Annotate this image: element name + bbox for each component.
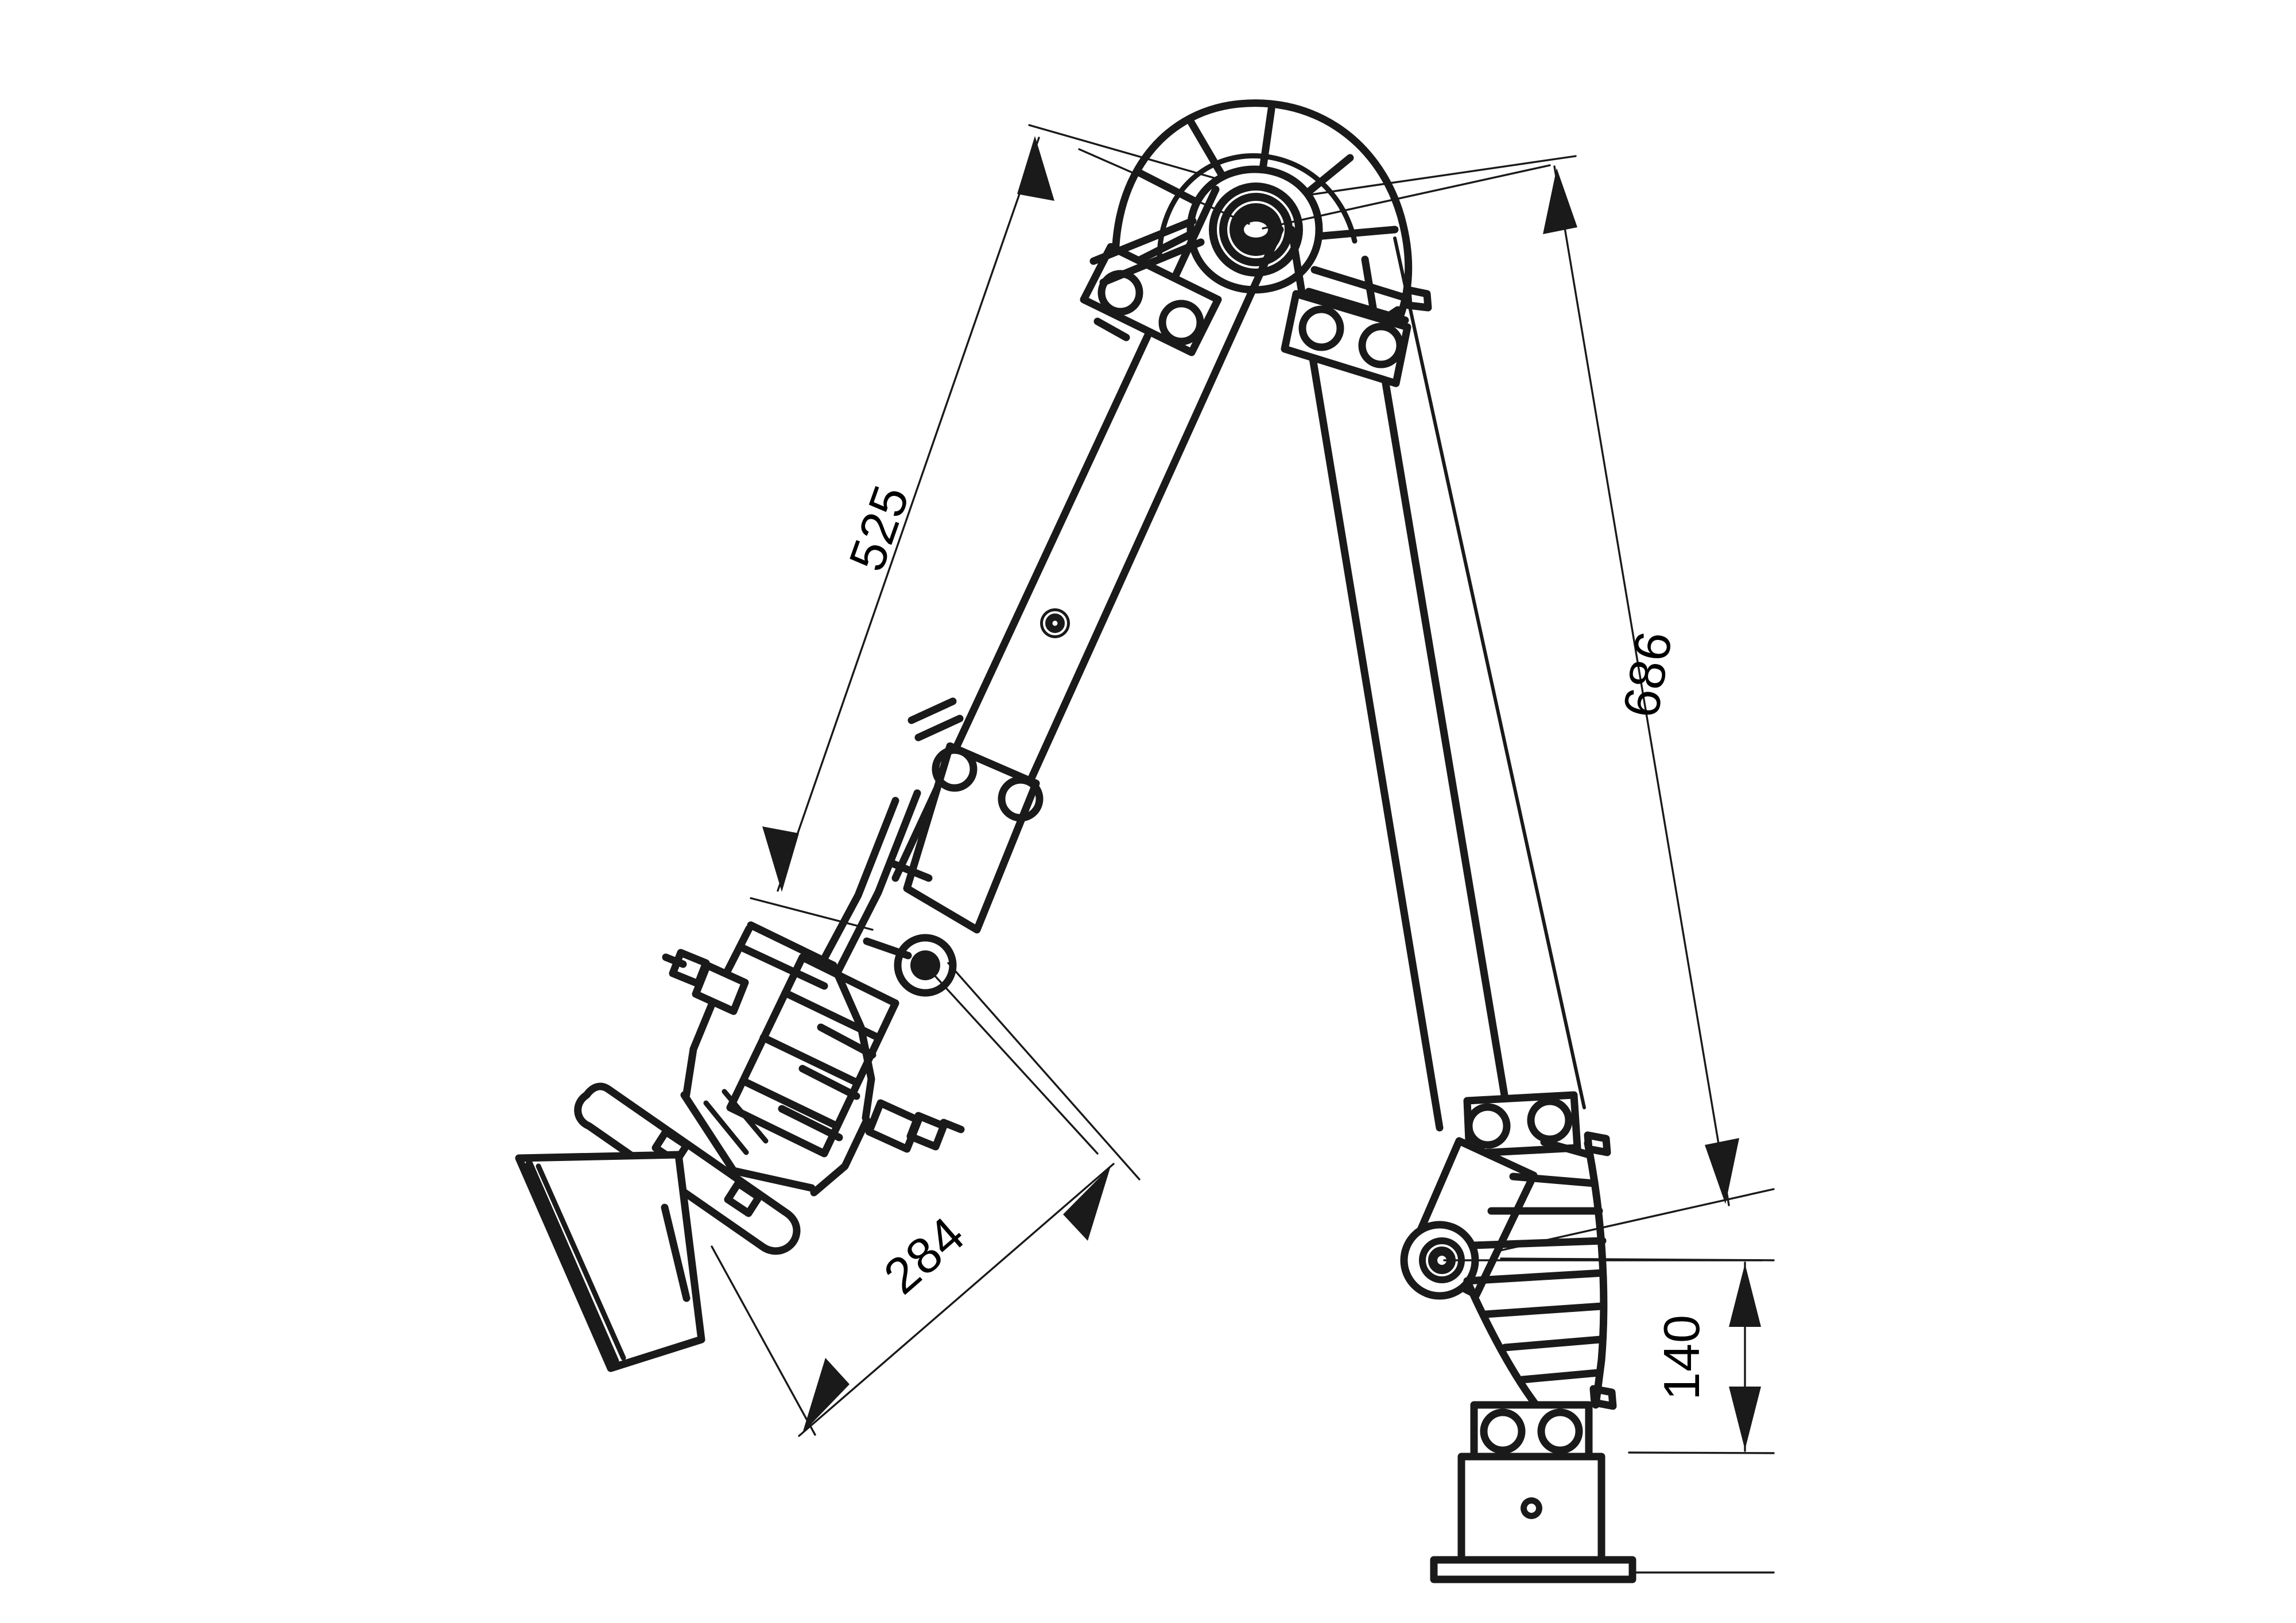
base-bellows-rib-6 (1481, 1302, 1605, 1318)
dim-line-686 (1553, 165, 1730, 1206)
base-clamp-hole-1 (1480, 1408, 1526, 1454)
ext-line-284-top (947, 962, 1141, 1181)
left-arm-linkage-rod (828, 789, 921, 987)
tool-head-clamp-bolt-upper (662, 949, 749, 1015)
ext-line-525-bottom (750, 897, 874, 931)
right-arm-rear-edge (1393, 236, 1586, 1109)
dimension-686: 686 (1286, 155, 1775, 1253)
bellows-shroud-inner-arc (1157, 153, 1358, 261)
left-arm-band-b (914, 715, 964, 741)
left-arm-linkage-rod-2 (811, 797, 899, 980)
base-bellows-rib-7 (1501, 1335, 1604, 1352)
tool-blade-hem (607, 1335, 705, 1372)
tool-head-rear-rod-b (798, 1065, 860, 1100)
tool-head-inner-rod-2 (722, 1089, 769, 1144)
lower-clamp-hole-2 (1527, 1097, 1573, 1143)
clamp-bolt-head-lower (906, 1112, 948, 1151)
dim-label-284: 284 (873, 1205, 975, 1304)
tool-blade-strut (661, 1203, 691, 1302)
dim-label-140: 140 (1653, 1314, 1710, 1400)
right-arm-stiffener-2 (1305, 288, 1409, 324)
leader-apex-left (1078, 148, 1250, 225)
left-arm-band-a (907, 697, 957, 724)
arrowhead-140-bottom (1729, 1387, 1761, 1450)
left-clamp-bolt-hole-2 (1158, 300, 1204, 345)
clamp-bolt-head-upper (669, 949, 710, 988)
right-arm-stiffener-1 (1310, 266, 1411, 302)
pivot-bore (1244, 222, 1268, 238)
tool-head-rib-2 (759, 1034, 860, 1086)
right-clamp-bolt-hole-2 (1358, 323, 1404, 368)
dim-line-284 (798, 1163, 1115, 1437)
tool-head-frame-left (682, 925, 753, 1101)
arrowhead-525-bottom (762, 826, 799, 892)
base-joint-assembly (1400, 1091, 1775, 1583)
left-arm-stiffener-2 (1099, 238, 1205, 286)
base-bellows-tab-pin-upper (1584, 1131, 1611, 1156)
base-pedestal (1457, 1453, 1605, 1565)
ext-line-686-top (1286, 155, 1577, 199)
base-pivot-bore (1437, 1256, 1446, 1265)
left-upper-arm (811, 185, 1284, 997)
tool-head-rib-3 (740, 1077, 841, 1130)
linkage-collar-1 (889, 860, 933, 882)
base-bellows-rib-4 (1469, 1237, 1607, 1249)
tool-head-rail-upper-a (747, 921, 837, 969)
base-clamp-hole-2 (1537, 1408, 1583, 1454)
tool-blade-edge-inner (525, 1160, 619, 1365)
arrowhead-686-bottom (1705, 1138, 1739, 1204)
clamp-bolt-stud-upper (662, 953, 687, 968)
lower-clamp-hole-1 (1465, 1103, 1511, 1149)
tool-head-rail-lower-b (810, 1116, 871, 1197)
arrowhead-686-top (1543, 168, 1577, 234)
base-bellows-outline-left (1463, 1277, 1540, 1409)
right-lower-arm (1281, 226, 1586, 1151)
tool-head-clamp-bolt-lower (865, 1099, 965, 1153)
tool-blade-edge-inner-2 (536, 1163, 626, 1361)
right-arm-edge-outer (1361, 255, 1517, 1151)
leader-lines (924, 148, 1763, 1261)
right-clamp-bolt-hole-1 (1298, 305, 1344, 351)
clevis-hole-1 (932, 746, 978, 792)
left-arm-mid-fastener-bore (1052, 620, 1058, 626)
arrowhead-525-top (1017, 136, 1054, 201)
tool-head-rear-rod-a (817, 1023, 876, 1059)
bellows-shroud-outer-arc (1111, 99, 1413, 323)
clevis-hole-2 (998, 776, 1044, 822)
tool-head-inner-rod-1 (703, 1100, 749, 1155)
base-bellows-rib-8 (1518, 1369, 1602, 1384)
dim-line-525 (777, 137, 1040, 892)
dim-label-686: 686 (1612, 627, 1683, 721)
tool-head-rail-lower (680, 1091, 816, 1192)
dim-label-525: 525 (838, 478, 920, 578)
leader-endeffector (924, 964, 1099, 1155)
left-arm-rodend-eye (894, 934, 957, 997)
apex-pivot-assembly (1093, 99, 1413, 357)
tool-head-rear-rod-c (778, 1105, 843, 1141)
ext-line-284-bottom (711, 1245, 816, 1436)
leader-apex-right (1262, 164, 1551, 230)
base-center-bolt-bore (1527, 1504, 1536, 1513)
tool-head-rail-upper-b (736, 943, 828, 990)
base-mounting-flange (1430, 1556, 1636, 1583)
left-arm-mid-fastener-ring (1043, 611, 1067, 635)
tool-head-assembly (515, 921, 965, 1372)
arrowhead-284-top (1063, 1166, 1111, 1241)
clamp-bolt-stud-lower (940, 1119, 965, 1133)
base-bellows-rib-1 (1540, 1138, 1593, 1159)
arrowhead-284-bottom (802, 1358, 850, 1433)
base-bellows-rib-2 (1509, 1172, 1599, 1187)
left-arm-stiffener-1 (1089, 217, 1197, 265)
right-arm-edge-inner (1287, 226, 1444, 1132)
clamp-boss-lower (865, 1099, 922, 1153)
base-bellows-tab-pin-lower (1589, 1385, 1617, 1410)
cross-bar-collar-2 (724, 1179, 763, 1217)
right-arm-tab-pin (1403, 286, 1432, 312)
arrowhead-140-top (1729, 1264, 1761, 1327)
base-bellows-rib-5 (1463, 1269, 1607, 1285)
